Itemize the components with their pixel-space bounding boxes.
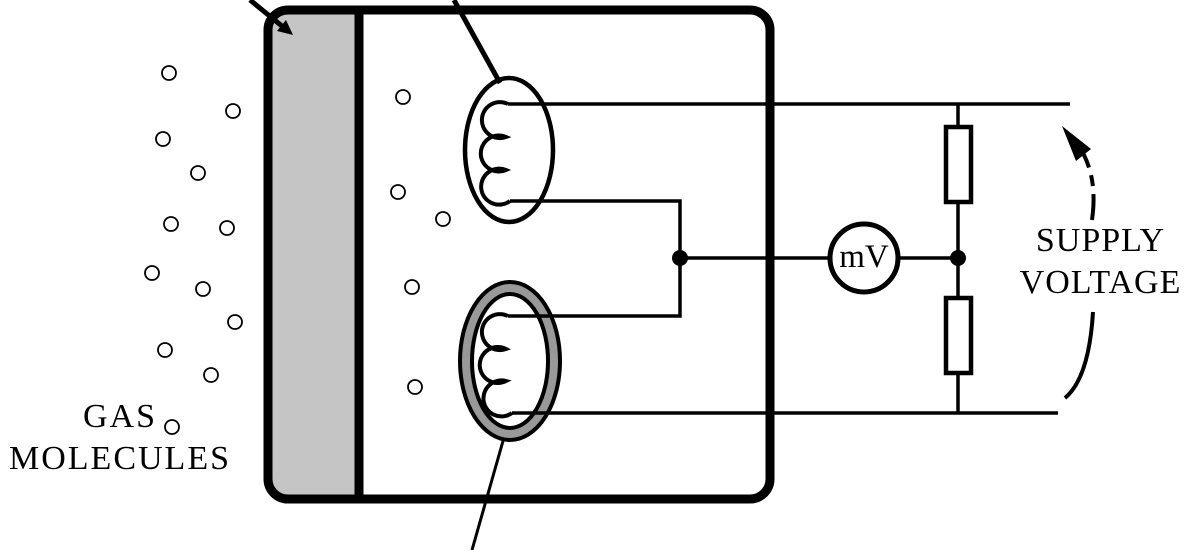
gas-molecule <box>225 103 241 119</box>
sealed-filament-coil <box>477 312 514 419</box>
active-filament-coil <box>478 100 512 207</box>
gas-molecules-inside-group <box>390 89 451 395</box>
sealed-capsule-gray-ring <box>460 282 560 440</box>
gas-molecule <box>395 89 411 105</box>
supply-arrow-upper-arc <box>1070 135 1096 221</box>
active-filament-capsule <box>462 75 556 225</box>
gas-molecules-label-line2: MOLECULES <box>9 440 231 477</box>
sensor-chamber <box>268 10 770 499</box>
gas-molecule <box>163 216 179 232</box>
sealed-filament-capsule <box>458 280 562 442</box>
sealed-capsule-outer-wall <box>458 280 562 442</box>
gas-molecule <box>195 281 211 297</box>
top-resistor <box>943 124 974 205</box>
gas-molecule <box>164 419 180 435</box>
gas-molecule <box>190 165 206 181</box>
porous-wall <box>268 10 359 499</box>
gas-molecule <box>155 131 171 147</box>
gas-molecule <box>157 342 173 358</box>
wall-pointer-arrowhead <box>277 20 293 35</box>
gas-molecules-label: GAS MOLECULES <box>5 396 235 480</box>
active-filament-pointer-line <box>451 0 503 85</box>
gas-molecules-label-line1: GAS <box>82 398 158 435</box>
sealed-filament-pointer-line <box>470 440 505 550</box>
bridge-junction-dot <box>672 250 688 266</box>
gas-molecule <box>144 265 160 281</box>
millivoltmeter <box>827 221 901 295</box>
gas-molecule <box>390 184 406 200</box>
gas-molecule <box>203 367 219 383</box>
gas-molecule <box>227 314 243 330</box>
gas-molecule <box>407 379 423 395</box>
gas-molecule <box>435 211 451 227</box>
supply-arrow-lower-arc <box>1063 311 1095 400</box>
sealed-capsule-inner-wall <box>470 292 550 430</box>
gas-molecule <box>404 279 420 295</box>
bottom-resistor <box>943 295 974 376</box>
supply-voltage-label-line2: VOLTAGE <box>1019 264 1182 301</box>
millivoltmeter-label: mV <box>839 239 889 275</box>
gas-molecule <box>161 65 177 81</box>
supply-voltage-label-line1: SUPPLY <box>1035 222 1166 259</box>
sensor-chamber-border <box>263 5 775 504</box>
divider-junction-dot <box>950 250 966 266</box>
supply-arrow-arrowhead <box>1062 126 1091 161</box>
supply-voltage-label: SUPPLY VOLTAGE <box>1008 220 1193 304</box>
gas-molecules-outside-group <box>144 65 243 435</box>
gas-molecule <box>219 220 235 236</box>
